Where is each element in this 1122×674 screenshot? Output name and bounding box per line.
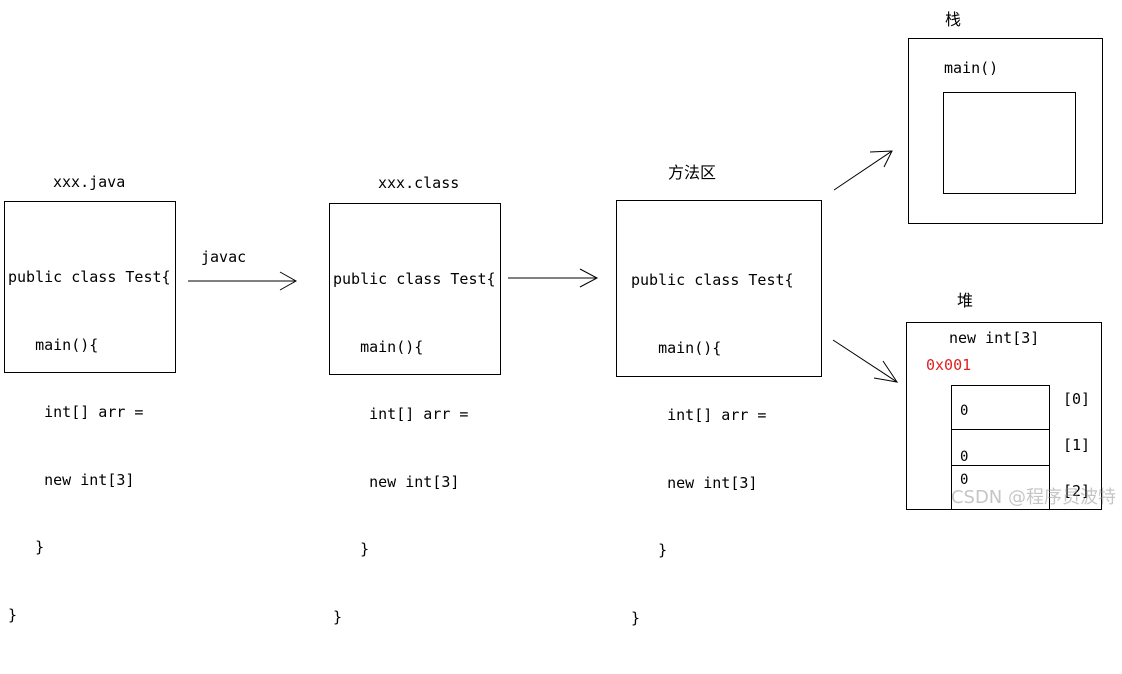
heap-object-label: new int[3] <box>949 329 1040 347</box>
stack-frame-label: main() <box>944 59 999 77</box>
class-file-code: public class Test{ main(){ int[] arr = n… <box>333 223 496 673</box>
stack-box: main() <box>908 38 1103 224</box>
code-line: public class Test{ <box>631 271 794 289</box>
code-line: new int[3] <box>333 472 460 491</box>
heap-title: 堆 <box>957 291 974 310</box>
arrow-method-area-to-heap <box>832 339 899 383</box>
code-line: main(){ <box>8 335 99 354</box>
heap-box: new int[3] 0x001 0 0 0 [0] [1] [2] <box>906 322 1102 510</box>
code-line: public class Test{ <box>8 268 171 286</box>
code-line: main(){ <box>333 337 424 356</box>
code-line: int[] arr = <box>631 406 767 424</box>
method-area-code: public class Test{ main(){ int[] arr = n… <box>631 224 794 674</box>
method-area-title: 方法区 <box>668 163 717 182</box>
arrow-method-area-to-stack <box>833 150 893 191</box>
cell-index-0: [0] <box>1063 390 1091 408</box>
code-line: new int[3] <box>631 473 758 492</box>
code-line: } <box>333 540 370 558</box>
main-stack-frame <box>943 92 1076 194</box>
code-line: } <box>333 607 343 626</box>
code-line: } <box>8 538 45 556</box>
heap-object-address: 0x001 <box>926 356 972 374</box>
cell-divider <box>952 429 1049 430</box>
class-file-title: xxx.class <box>378 174 460 192</box>
code-line: public class Test{ <box>333 270 496 288</box>
code-line: int[] arr = <box>333 405 469 423</box>
code-line: } <box>8 605 18 624</box>
watermark: CSDN @程序员波特 <box>950 487 1116 508</box>
arrow-class-to-method-area <box>508 268 599 288</box>
java-file-code: public class Test{ main(){ int[] arr = n… <box>8 221 171 671</box>
code-line: new int[3] <box>8 470 135 489</box>
java-file-box: public class Test{ main(){ int[] arr = n… <box>4 201 176 624</box>
cell-value-2: 0 <box>960 472 969 488</box>
java-file-title: xxx.java <box>53 173 126 191</box>
arrow-javac <box>188 271 298 291</box>
class-file-box: public class Test{ main(){ int[] arr = n… <box>329 203 501 626</box>
cell-divider <box>952 465 1049 466</box>
code-line: main(){ <box>631 338 722 357</box>
cell-index-1: [1] <box>1063 436 1091 454</box>
heap-array-cells: 0 0 0 <box>951 385 1050 510</box>
code-line: } <box>631 608 641 627</box>
method-area-box: public class Test{ main(){ int[] arr = n… <box>616 200 822 627</box>
javac-label: javac <box>201 248 247 266</box>
cell-value-1: 0 <box>960 449 969 465</box>
code-line: } <box>631 541 668 559</box>
cell-value-0: 0 <box>960 403 969 419</box>
stack-title: 栈 <box>945 10 962 29</box>
cell-index-2: [2] <box>1063 482 1091 500</box>
code-line: int[] arr = <box>8 403 144 421</box>
